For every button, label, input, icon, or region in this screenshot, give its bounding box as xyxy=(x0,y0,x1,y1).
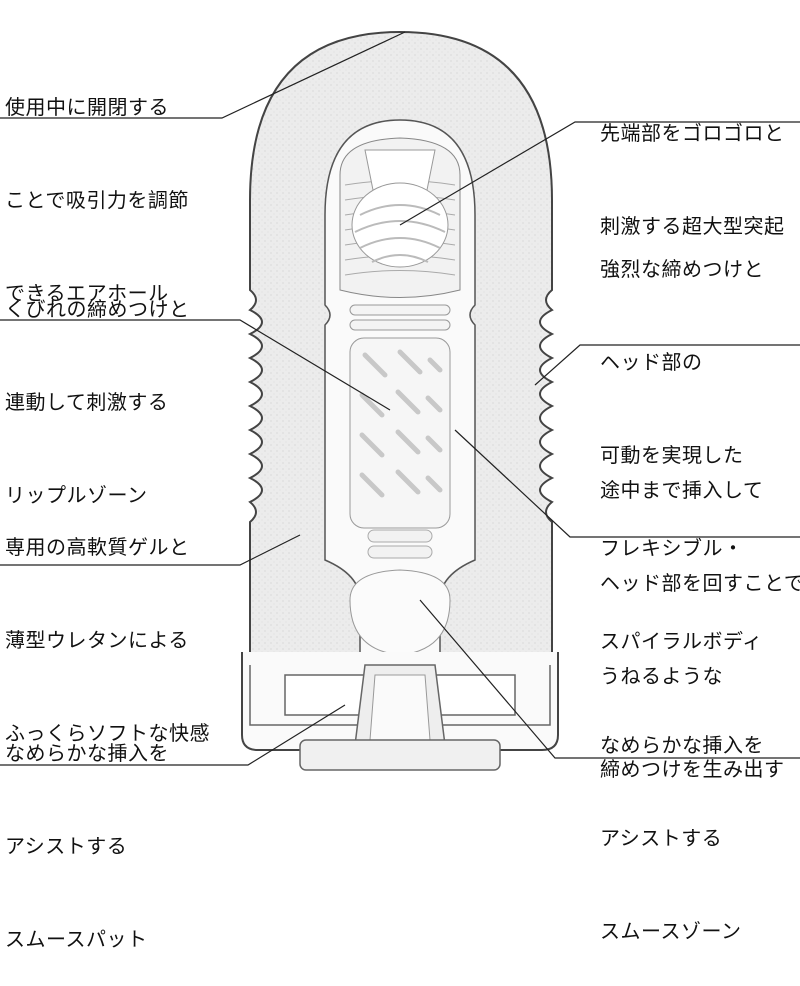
smooth-zone-shape xyxy=(349,569,451,656)
leader-line-ripple xyxy=(0,319,391,411)
annotation-text: 先端部をゴロゴロと xyxy=(600,121,785,145)
spiral-neck xyxy=(367,529,433,559)
annotation-text: 途中まで挿入して xyxy=(600,478,764,502)
annotation-text: 使用中に開閉する xyxy=(5,95,169,119)
annotation-text: ことで吸引力を調節 xyxy=(5,188,189,212)
annotation-text: 締めつけを生み出す xyxy=(600,757,785,781)
leader-line-gel xyxy=(0,534,301,566)
annotation-text: 専用の高軟質ゲルと xyxy=(5,535,190,559)
leader-lines xyxy=(0,31,800,766)
annotation-text: うねるような xyxy=(600,664,723,688)
annotation-smooth-pad: なめらかな挿入を アシストする スムースパット xyxy=(5,676,169,986)
annotation-text: ふっくらソフトな快感 xyxy=(5,721,210,745)
leader-line-spiral xyxy=(534,344,800,386)
leader-line-air-hole xyxy=(0,31,406,119)
annotation-text: 薄型ウレタンによる xyxy=(5,628,189,652)
annotation-text: 連動して刺激する xyxy=(5,390,169,414)
annotation-soft-gel: 専用の高軟質ゲルと 薄型ウレタンによる ふっくらソフトな快感 xyxy=(5,470,210,780)
base-cap xyxy=(241,652,559,771)
annotation-text: くびれの締めつけと xyxy=(5,297,190,321)
annotation-text: ヘッド部の xyxy=(600,350,703,374)
annotation-text: なめらかな挿入を xyxy=(600,733,764,757)
annotation-text: スムースゾーン xyxy=(600,919,742,943)
annotation-tip-projection: 先端部をゴロゴロと 刺激する超大型突起 xyxy=(600,56,785,273)
spiral-body-texture xyxy=(359,349,443,498)
annotation-twist-head: 途中まで挿入して ヘッド部を回すことで うねるような 締めつけを生み出す xyxy=(600,413,800,816)
leader-line-twist xyxy=(454,429,800,538)
annotation-text: アシストする xyxy=(600,826,723,850)
annotation-text: アシストする xyxy=(5,834,128,858)
annotation-smooth-zone: なめらかな挿入を アシストする スムースゾーン xyxy=(600,668,764,978)
annotation-text: なめらかな挿入を xyxy=(5,741,169,765)
annotation-text: スムースパット xyxy=(5,927,148,951)
annotation-ripple-zone: くびれの締めつけと 連動して刺激する リップルゾーン xyxy=(5,232,190,542)
annotation-suction-air-hole: 使用中に開閉する ことで吸引力を調節 できるエアホール xyxy=(5,30,189,340)
leader-line-tip xyxy=(399,121,800,226)
annotation-text: ヘッド部を回すことで xyxy=(600,571,800,595)
annotation-spiral-body: 強烈な締めつけと ヘッド部の 可動を実現した フレキシブル・ スパイラルボディ xyxy=(600,192,764,688)
annotation-text: 刺激する超大型突起 xyxy=(600,214,785,238)
annotation-text: 可動を実現した xyxy=(600,443,744,467)
annotation-text: フレキシブル・ xyxy=(600,536,744,560)
leader-line-zone xyxy=(419,599,800,759)
product-cross-section-diagram xyxy=(0,30,800,771)
annotation-text: 強烈な締めつけと xyxy=(600,257,764,281)
leader-line-pad xyxy=(0,704,346,766)
annotation-text: スパイラルボディ xyxy=(600,629,763,653)
ripple-zone-shape xyxy=(349,304,451,331)
annotation-text: リップルゾーン xyxy=(5,483,148,507)
annotation-text: できるエアホール xyxy=(5,281,169,305)
